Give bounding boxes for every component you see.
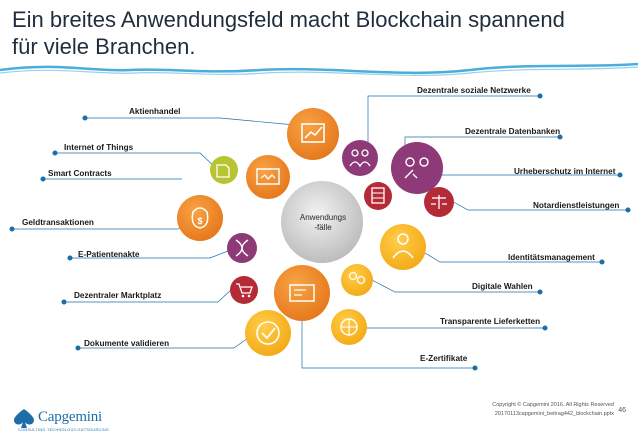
label-transparente-lieferketten: Transparente Lieferketten <box>440 317 541 326</box>
label-dezentraler-marktplatz: Dezentraler Marktplatz <box>74 291 162 300</box>
dot-smart-contracts <box>40 176 46 182</box>
logo-wordmark: Capgemini <box>38 409 103 425</box>
line-dezentraler-marktplatz <box>64 288 233 303</box>
dot-notardienstleistungen <box>625 207 631 213</box>
center-label-line-2: -fälle <box>314 223 332 232</box>
footer-info: Copyright © Capgemini 2016. All Rights R… <box>492 401 614 419</box>
dot-internet-of-things <box>52 150 58 156</box>
page-title: Ein breites Anwendungsfeld macht Blockch… <box>12 6 612 60</box>
label-geldtransaktionen: Geldtransaktionen <box>22 218 94 227</box>
bubble-dokumente-validieren <box>245 310 291 356</box>
label-smart-contracts: Smart Contracts <box>48 169 112 178</box>
bubble-soziale-netzwerke <box>342 140 378 176</box>
dot-e-patientenakte <box>67 255 73 261</box>
bubble-smart-contracts <box>210 156 238 184</box>
dot-soziale-netzwerke <box>537 93 543 99</box>
dot-aktienhandel <box>82 115 88 121</box>
wave-decoration-2 <box>0 66 638 76</box>
bubble-notardienstleistungen <box>424 187 454 217</box>
title-line-1: Ein breites Anwendungsfeld macht Blockch… <box>12 7 565 32</box>
line-notardienstleistungen <box>449 199 628 211</box>
page-number: 46 <box>618 407 626 414</box>
label-urheberschutz: Urheberschutz im Internet <box>514 167 616 176</box>
bubble-digitale-wahlen <box>341 264 373 296</box>
svg-text:$: $ <box>197 216 202 226</box>
wave-decoration <box>0 62 638 75</box>
bubble-identitaetsmanagement <box>380 224 426 270</box>
line-e-zertifikate <box>301 308 475 369</box>
bubble-transparente-lieferketten <box>331 309 367 345</box>
center-label: Anwendungs -fälle <box>288 213 358 233</box>
label-datenbanken: Dezentrale Datenbanken <box>465 127 561 136</box>
label-soziale-netzwerke: Dezentrale soziale Netzwerke <box>417 86 531 95</box>
dot-e-zertifikate <box>472 365 478 371</box>
dot-dokumente-validieren <box>75 345 81 351</box>
capgemini-logo: Capgemini CONSULTING.TECHNOLOGY.OUTSOURC… <box>8 407 128 435</box>
line-identitaetsmanagement <box>419 249 602 263</box>
bubble-e-zertifikate <box>274 265 330 321</box>
line-soziale-netzwerke <box>367 95 540 148</box>
label-identitaetsmanagement: Identitätsmanagement <box>508 253 595 262</box>
line-internet-of-things <box>55 152 219 171</box>
bubble-urheberschutz <box>391 142 443 194</box>
dot-dezentraler-marktplatz <box>61 299 67 305</box>
bubble-aktienhandel <box>287 108 339 160</box>
spade-icon <box>14 409 34 428</box>
dot-digitale-wahlen <box>537 289 543 295</box>
dot-identitaetsmanagement <box>599 259 605 265</box>
bubble-geldtransaktionen: $ <box>177 195 223 241</box>
line-aktienhandel <box>85 117 296 126</box>
bubble-datenbanken <box>364 182 392 210</box>
dot-urheberschutz <box>617 172 623 178</box>
label-internet-of-things: Internet of Things <box>64 143 134 152</box>
file-name: 20170113capgemini_beitrag442_blockchain.… <box>494 411 614 417</box>
center-label-line-1: Anwendungs <box>299 213 347 222</box>
line-digitale-wahlen <box>371 279 540 293</box>
label-e-patientenakte: E-Patientenakte <box>78 250 140 259</box>
label-aktienhandel: Aktienhandel <box>129 107 181 116</box>
logo-tagline: CONSULTING.TECHNOLOGY.OUTSOURCING <box>18 428 110 432</box>
copyright-text: Copyright © Capgemini 2016. All Rights R… <box>492 402 614 408</box>
label-notardienstleistungen: Notardienstleistungen <box>533 201 620 210</box>
dot-datenbanken <box>557 134 563 140</box>
left-connectors <box>9 115 296 351</box>
dot-geldtransaktionen <box>9 226 15 232</box>
label-e-zertifikate: E-Zertifikate <box>420 354 468 363</box>
center-circle <box>281 181 363 263</box>
bubble-dezentraler-marktplatz <box>230 276 258 304</box>
bubble-internet-of-things <box>246 155 290 199</box>
dot-transparente-lieferketten <box>542 325 548 331</box>
title-line-2: für viele Branchen. <box>12 34 196 59</box>
label-dokumente-validieren: Dokumente validieren <box>84 339 170 348</box>
bubble-e-patientenakte <box>227 233 257 263</box>
label-digitale-wahlen: Digitale Wahlen <box>472 282 533 291</box>
right-connectors <box>301 93 631 371</box>
